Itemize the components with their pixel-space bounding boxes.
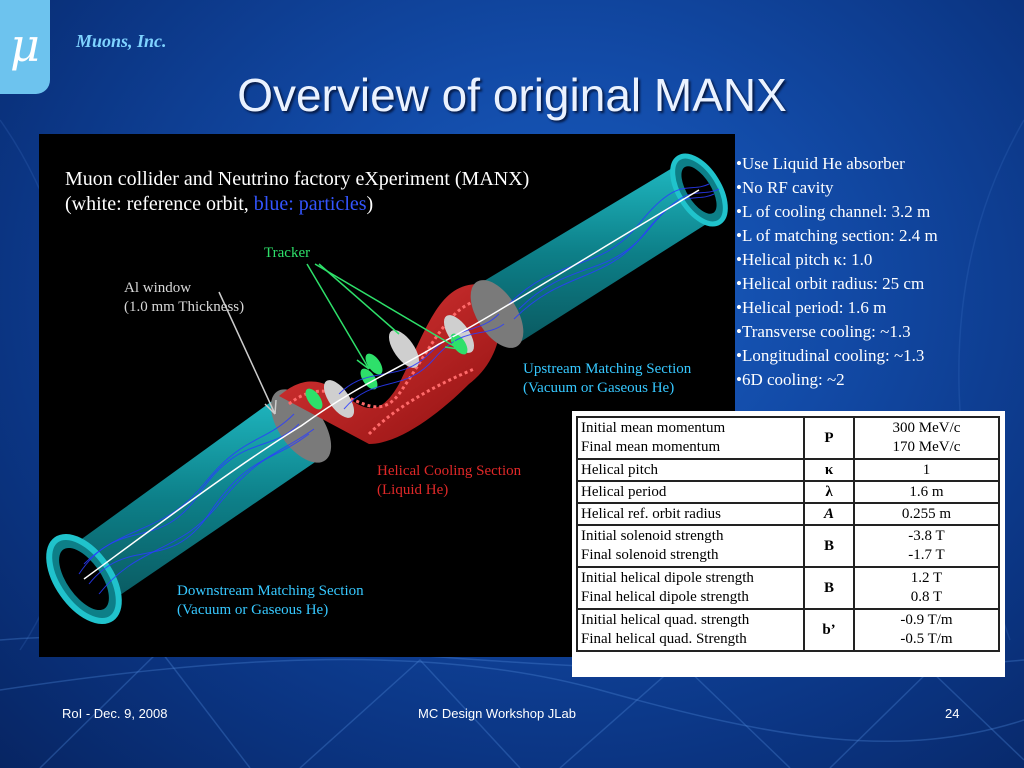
bullet-item: •L of matching section: 2.4 m	[736, 226, 938, 245]
param-name: Initial solenoid strength	[581, 528, 724, 544]
feature-bullets: •Use Liquid He absorber •No RF cavity •L…	[736, 152, 992, 392]
param-symbol: λ	[803, 480, 855, 504]
footer-center: MC Design Workshop JLab	[418, 706, 576, 721]
param-value-cell: 300 MeV/c 170 MeV/c	[853, 416, 1000, 460]
bullet-item: •Longitudinal cooling: ~1.3	[736, 346, 925, 365]
brand-name: Muons, Inc.	[76, 31, 167, 51]
bullet-item: •Transverse cooling: ~1.3	[736, 322, 911, 341]
param-symbol: P	[803, 416, 855, 460]
bullet-item: •6D cooling: ~2	[736, 370, 845, 389]
param-name: Final solenoid strength	[581, 547, 719, 563]
bullet-item: •Helical period: 1.6 m	[736, 298, 887, 317]
upstream-line2: (Vacuum or Gaseous He)	[523, 380, 675, 396]
param-name: Helical pitch	[576, 458, 805, 482]
param-value: 1.2 T	[910, 570, 943, 586]
figure-heading-line1: Muon collider and Neutrino factory eXper…	[65, 168, 530, 190]
param-value: 1	[853, 458, 1000, 482]
param-name: Helical period	[576, 480, 805, 504]
bullet-item: •Helical orbit radius: 25 cm	[736, 274, 925, 293]
bullet-item: •L of cooling channel: 3.2 m	[736, 202, 931, 221]
param-name: Final helical quad. Strength	[581, 631, 747, 647]
al-window-line1: Al window	[124, 280, 192, 296]
param-name: Initial mean momentum	[581, 420, 726, 436]
param-value: 1.6 m	[853, 480, 1000, 504]
param-symbol: B	[803, 524, 855, 568]
param-value-cell: -0.9 T/m -0.5 T/m	[853, 608, 1000, 652]
param-value: 170 MeV/c	[892, 439, 961, 455]
param-symbol: κ	[803, 458, 855, 482]
figure-heading-white: (white: reference orbit,	[65, 193, 249, 215]
param-symbol: A	[803, 502, 855, 526]
manx-diagram	[46, 153, 728, 625]
param-value-cell: -3.8 T -1.7 T	[853, 524, 1000, 568]
manx-figure: Muon collider and Neutrino factory eXper…	[39, 134, 735, 657]
param-value: -1.7 T	[908, 547, 945, 563]
slide-title: Overview of original MANX	[237, 69, 787, 121]
mu-symbol: μ	[10, 18, 40, 72]
upstream-label: Upstream Matching Section (Vacuum or Gas…	[523, 360, 691, 398]
param-value: 300 MeV/c	[892, 420, 961, 436]
param-name: Initial helical quad. strength	[581, 612, 750, 628]
bullet-item: •Helical pitch κ: 1.0	[736, 250, 873, 269]
param-value: -0.9 T/m	[900, 612, 953, 628]
param-name: Initial helical dipole strength	[581, 570, 754, 586]
helical-line2: (Liquid He)	[377, 482, 449, 498]
table-row: Helical ref. orbit radius A 0.255 m	[576, 502, 1000, 526]
al-window-label: Al window (1.0 mm Thickness)	[124, 279, 244, 317]
reference-orbit	[83, 189, 700, 580]
param-name: Final mean momentum	[581, 439, 721, 455]
upstream-line1: Upstream Matching Section	[523, 361, 692, 377]
figure-heading-close: )	[366, 193, 374, 215]
param-value-cell: 1.2 T 0.8 T	[853, 566, 1000, 610]
param-symbol: B	[803, 566, 855, 610]
brand-logo: μ	[0, 0, 50, 94]
helical-line1: Helical Cooling Section	[377, 463, 522, 479]
annotation-arrows	[218, 263, 460, 415]
downstream-line2: (Vacuum or Gaseous He)	[177, 602, 329, 618]
table-row: Helical period λ 1.6 m	[576, 480, 1000, 504]
slide-number: 24	[945, 706, 960, 721]
param-name: Final helical dipole strength	[581, 589, 749, 605]
downstream-label: Downstream Matching Section (Vacuum or G…	[177, 582, 364, 620]
figure-heading-blue: blue: particles	[253, 193, 367, 215]
tracker-label: Tracker	[264, 245, 311, 261]
param-value: -0.5 T/m	[900, 631, 953, 647]
al-window-line2: (1.0 mm Thickness)	[124, 299, 245, 315]
figure-heading: Muon collider and Neutrino factory eXper…	[65, 167, 529, 217]
param-value: -3.8 T	[908, 528, 945, 544]
param-name: Helical ref. orbit radius	[576, 502, 805, 526]
param-value: 0.255 m	[853, 502, 1000, 526]
helical-label: Helical Cooling Section (Liquid He)	[377, 462, 521, 500]
downstream-line1: Downstream Matching Section	[177, 583, 364, 599]
figure-heading-line2: (white: reference orbit, blue: particles…	[65, 192, 529, 217]
bullet-item: •No RF cavity	[736, 178, 834, 197]
param-symbol: b’	[803, 608, 855, 652]
param-value: 0.8 T	[910, 589, 943, 605]
bullet-item: •Use Liquid He absorber	[736, 154, 905, 173]
table-row: Helical pitch κ 1	[576, 458, 1000, 482]
footer-left: RoI - Dec. 9, 2008	[62, 706, 168, 721]
